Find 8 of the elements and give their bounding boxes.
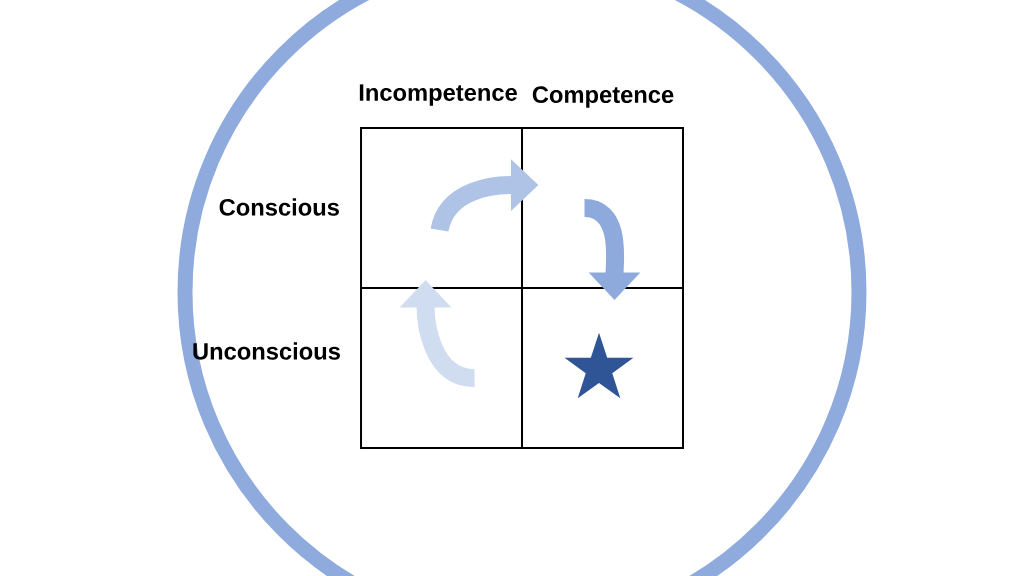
grid-cell (360, 127, 523, 289)
axis-label: Competence (532, 86, 674, 108)
grid-cell (521, 127, 684, 289)
axis-label: Conscious (219, 198, 339, 216)
grid-cell (521, 287, 684, 449)
axis-label: Unconscious (193, 342, 340, 360)
axis-label: Incompetence (359, 84, 517, 106)
grid-cell (360, 287, 523, 449)
